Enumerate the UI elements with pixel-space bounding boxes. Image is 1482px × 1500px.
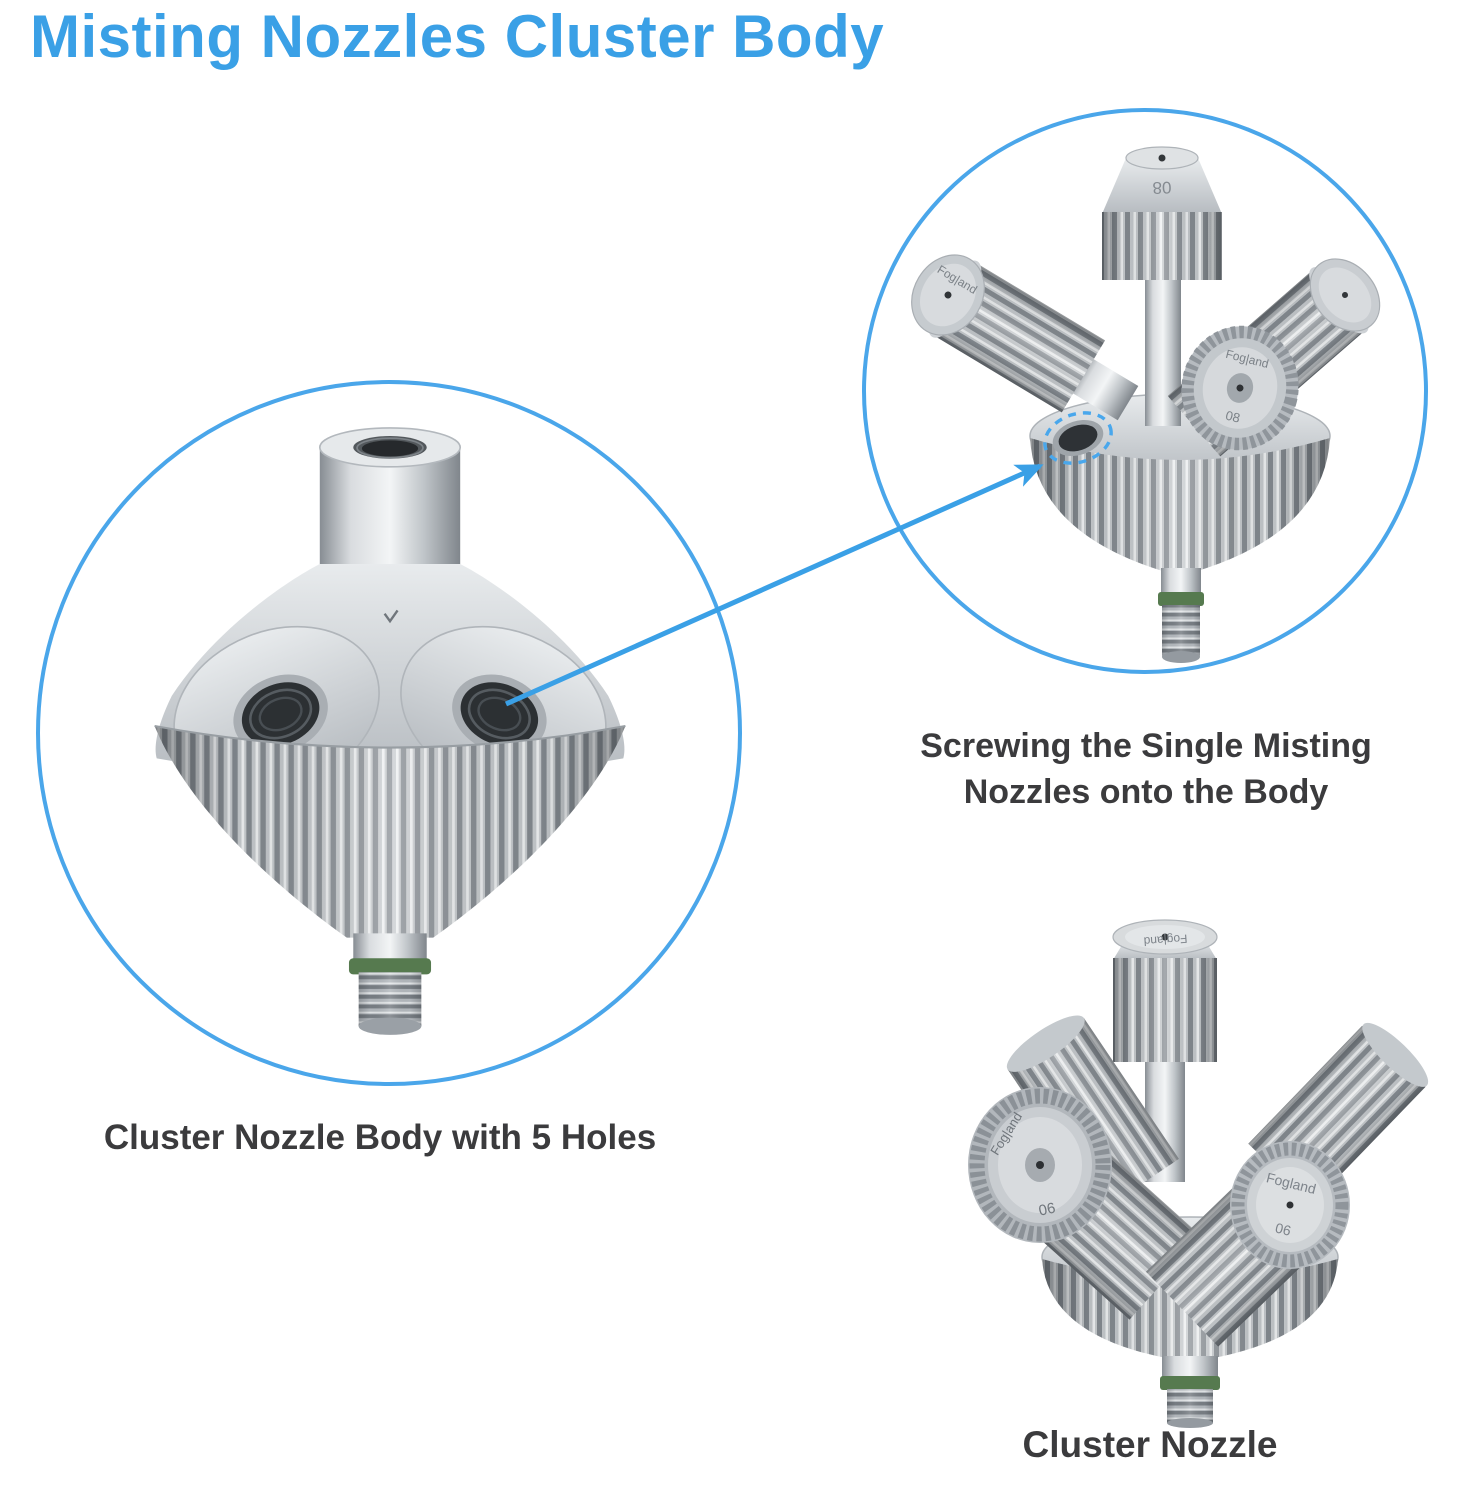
base-outlet [1158,568,1204,663]
cluster-nozzle-photo: Fog|and [968,919,1429,1428]
page-title: Misting Nozzles Cluster Body [30,3,885,70]
base-outlet [1160,1356,1220,1428]
nozzle-orifice [1158,154,1166,162]
body-outlet [348,933,432,1035]
gasket-oring [348,958,432,975]
nozzle-orifice [1036,1161,1044,1169]
body-knurl-band [154,724,626,938]
engraving-brand: Fog|and [1143,931,1188,948]
body-top-inlet [318,427,462,569]
engraving-size: 08 [1224,408,1242,426]
nozzle-orifice [1342,292,1348,298]
nozzle-orifice [1161,933,1169,941]
screwing-photo: 08 Fog|and [911,146,1381,663]
engraving-size: 06 [1037,1200,1057,1220]
nozzle-top: Fog|and [1112,919,1218,1182]
nozzle-front: Fog|and 08 [1181,325,1299,451]
engraving-size: 08 [1152,178,1172,198]
engraving-size: 06 [1274,1220,1293,1239]
empty-threaded-hole [1058,424,1098,452]
body-center-mark [383,609,399,624]
nozzle-orifice [944,291,952,299]
empty-port [1043,411,1113,465]
caption-body: Cluster Nozzle Body with 5 Holes [103,1118,657,1157]
cluster-body-photo [154,427,626,1035]
nozzle-right-front: Fogland 06 [1145,1141,1350,1347]
caption-screwing: Screwing the Single Misting Nozzles onto… [856,724,1436,816]
port-highlight-dashes [1043,411,1113,465]
gasket-oring [1158,592,1204,606]
caption-screwing-line1: Screwing the Single Misting [920,727,1372,765]
nozzle-left: Fog|and [911,254,1139,421]
highlight-circle-body [36,380,742,1086]
gasket-oring [1160,1376,1220,1390]
caption-cluster: Cluster Nozzle [1022,1424,1278,1465]
caption-screwing-line2: Nozzles onto the Body [963,772,1329,811]
nozzle-orifice [1286,1201,1294,1209]
highlight-circle-screwing [862,108,1428,674]
nozzle-orifice [1236,384,1244,392]
